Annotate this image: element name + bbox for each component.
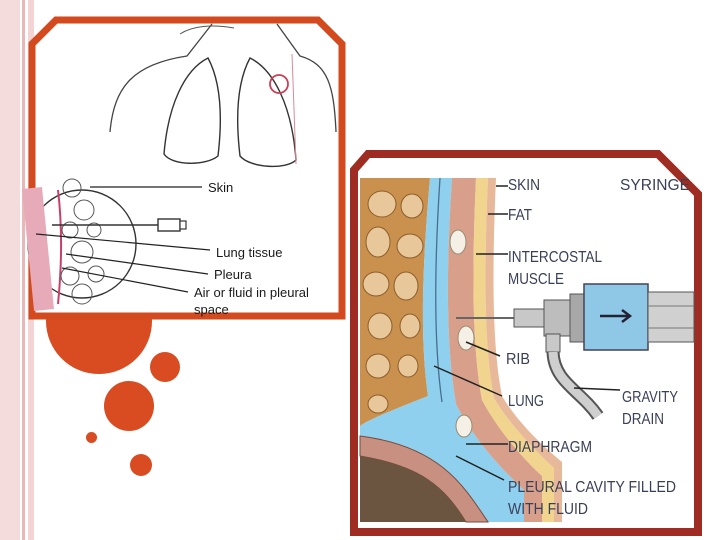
lung-puncture-illustration: Skin Lung tissue Pleura Air or fluid in … xyxy=(22,16,346,320)
pleura-label: Pleura xyxy=(214,267,252,282)
skin-label: Skin xyxy=(208,180,233,195)
air-fluid-label-line1: Air or fluid in pleural xyxy=(194,285,309,300)
rib-label: RIB xyxy=(506,351,530,368)
lung-label: LUNG xyxy=(508,393,544,410)
fat-label: FAT xyxy=(508,207,532,224)
lung-puncture-diagram: Skin Lung tissue Pleura Air or fluid in … xyxy=(22,14,348,322)
syringe-label: SYRINGE xyxy=(620,177,690,194)
lung-tissue-label: Lung tissue xyxy=(216,245,283,260)
accent-dot-medium xyxy=(104,381,154,431)
accent-dot-small xyxy=(150,352,180,382)
pleural-cavity-label-line1: PLEURAL CAVITY FILLED xyxy=(508,479,676,496)
diaphragm-label: DIAPHRAGM xyxy=(508,439,592,456)
pleural-cavity-label-line2: WITH FLUID xyxy=(508,501,588,518)
decorative-stripe-thin xyxy=(22,0,25,540)
thoracentesis-illustration: SKIN FAT INTERCOSTAL MUSCLE SYRINGE RIB … xyxy=(350,150,702,536)
decorative-stripe xyxy=(0,0,20,540)
accent-dot-tiny xyxy=(130,454,152,476)
skin-label: SKIN xyxy=(508,177,540,194)
intercostal-label-line2: MUSCLE xyxy=(508,271,564,288)
gravity-drain-label-line1: GRAVITY xyxy=(622,389,678,406)
intercostal-label-line1: INTERCOSTAL xyxy=(508,249,602,266)
gravity-drain-label-line2: DRAIN xyxy=(622,411,664,428)
thoracentesis-diagram: SKIN FAT INTERCOSTAL MUSCLE SYRINGE RIB … xyxy=(348,150,704,536)
accent-dot-mini xyxy=(86,432,97,443)
air-fluid-label-line2: space xyxy=(194,302,229,317)
